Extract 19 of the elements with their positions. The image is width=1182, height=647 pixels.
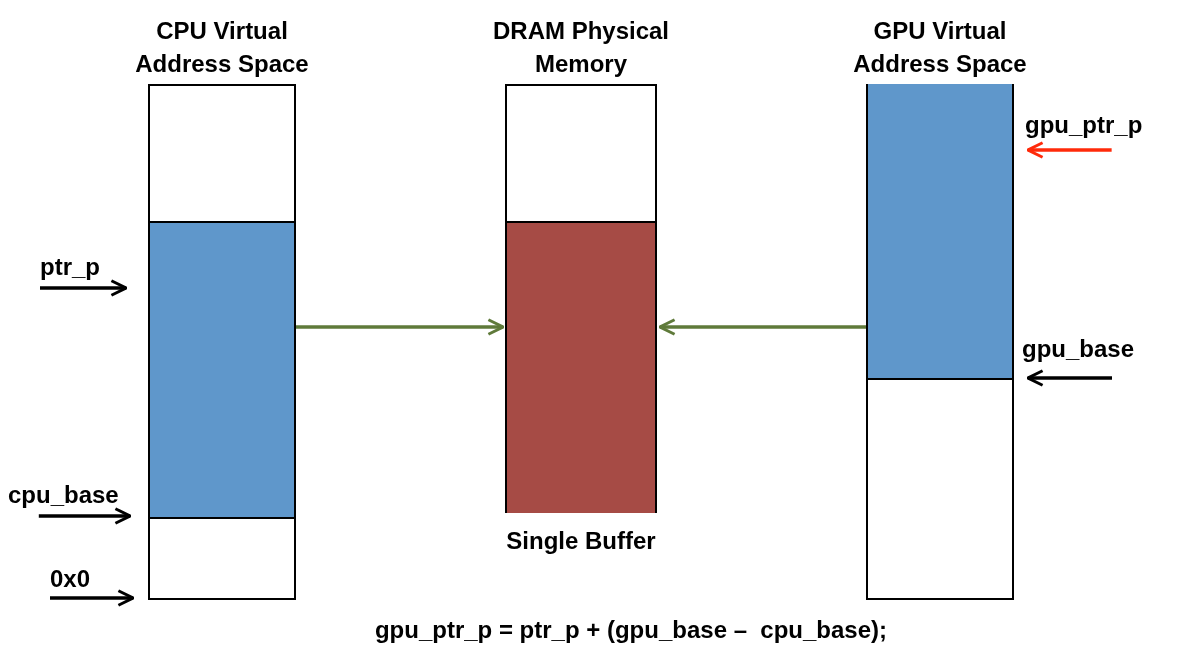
arrow — [296, 318, 505, 336]
arrow — [1026, 369, 1112, 387]
mapped-region — [148, 221, 296, 519]
column-heading: DRAM Physical Memory — [491, 16, 671, 79]
pointer-label: 0x0 — [50, 564, 91, 594]
column-heading: CPU Virtual Address Space — [134, 16, 310, 79]
buffer-caption: Single Buffer — [506, 526, 656, 556]
arrow — [50, 589, 135, 607]
pointer-label: ptr_p — [40, 252, 100, 282]
arrow — [40, 279, 128, 297]
pointer-label: cpu_base — [8, 480, 119, 510]
arrow — [658, 318, 866, 336]
mapped-region — [866, 84, 1014, 380]
arrow — [38, 507, 132, 525]
pointer-label: gpu_base — [1022, 334, 1135, 364]
arrow — [1026, 141, 1112, 159]
formula-text: gpu_ptr_p = ptr_p + (gpu_base – cpu_base); — [374, 615, 888, 645]
column-heading: GPU Virtual Address Space — [852, 16, 1028, 79]
pointer-label: gpu_ptr_p — [1025, 110, 1143, 140]
